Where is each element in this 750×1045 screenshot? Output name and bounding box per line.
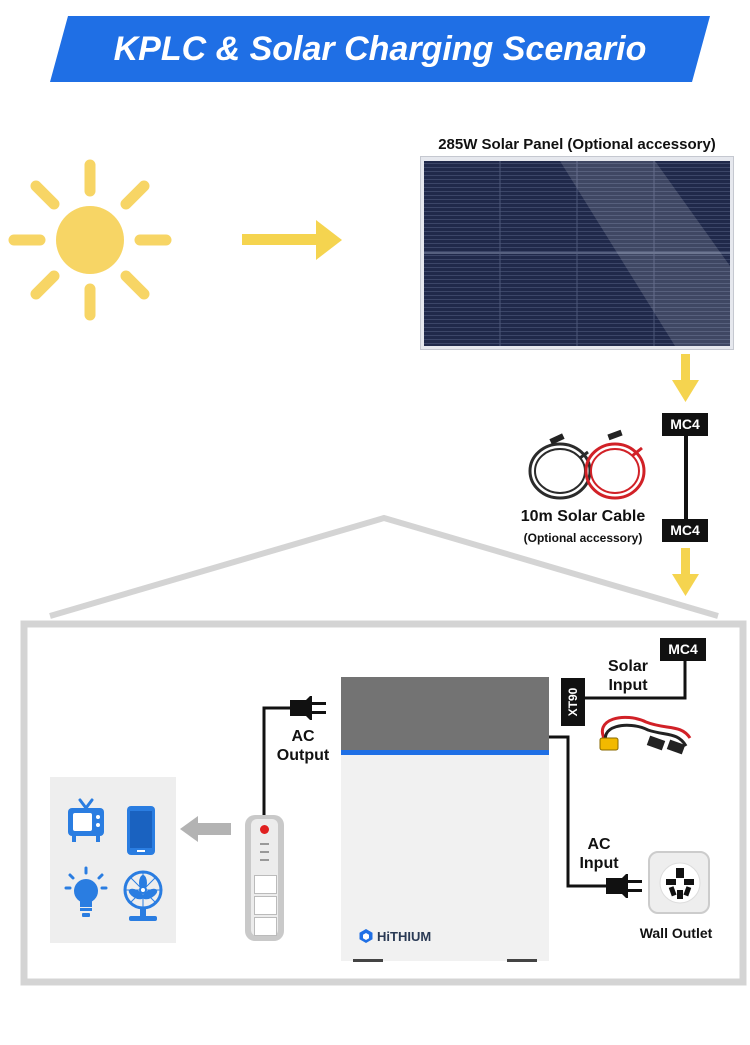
sun-icon <box>8 159 172 321</box>
solar-panel-image <box>420 156 734 350</box>
fan-icon <box>123 870 163 921</box>
mc4-connector-house: MC4 <box>660 638 706 661</box>
battery-brand: HiTHIUM <box>377 929 432 944</box>
power-strip <box>245 815 284 941</box>
hithium-logo-icon <box>359 929 373 943</box>
battery-accent-stripe <box>341 750 549 755</box>
xt90-adapter-cable-icon <box>599 715 692 755</box>
battery-top-panel <box>341 677 549 750</box>
cable-down-arrow-icon <box>672 548 699 596</box>
light-bulb-icon <box>64 866 108 917</box>
xt90-connector: XT90 <box>561 678 585 726</box>
ac-output-plug-icon <box>290 696 326 720</box>
devices-panel <box>50 777 176 943</box>
battery-foot-left <box>353 959 383 962</box>
tv-icon <box>68 798 104 842</box>
strip-socket-icon <box>254 917 277 936</box>
power-to-devices-arrow-icon <box>180 816 231 842</box>
ac-output-label: AC Output <box>276 728 330 764</box>
solar-cable-coil-icon <box>528 429 646 500</box>
title-banner: KPLC & Solar Charging Scenario <box>50 16 710 82</box>
wall-outlet <box>648 851 710 914</box>
solar-cable-title: 10m Solar Cable <box>520 508 646 525</box>
solar-input-label: Solar Input <box>607 658 648 694</box>
smartphone-icon <box>127 806 155 855</box>
battery-foot-right <box>507 959 537 962</box>
battery-unit: HiTHIUM <box>341 677 549 962</box>
strip-socket-icon <box>254 875 277 894</box>
sunlight-arrow-icon <box>242 220 342 260</box>
banner-shape <box>50 16 710 82</box>
mc4-connector-bottom: MC4 <box>662 519 708 542</box>
page-title: KPLC & Solar Charging Scenario <box>113 30 647 68</box>
wall-socket-icon <box>659 862 701 904</box>
panel-output-arrow-icon <box>672 354 699 402</box>
ac-input-plug-icon <box>606 874 642 898</box>
power-strip-face <box>251 819 278 936</box>
house-outline <box>20 514 747 986</box>
solar-panel-label: 285W Solar Panel (Optional accessory) <box>438 136 716 153</box>
solar-cable-wire <box>684 430 688 530</box>
strip-socket-icon <box>254 896 277 915</box>
wall-outlet-label: Wall Outlet <box>639 925 713 941</box>
ac-input-label: AC Input <box>579 836 619 872</box>
solar-cable-note: (Optional accessory) <box>523 531 643 545</box>
mc4-connector-top: MC4 <box>662 413 708 436</box>
power-switch-icon <box>260 825 269 834</box>
